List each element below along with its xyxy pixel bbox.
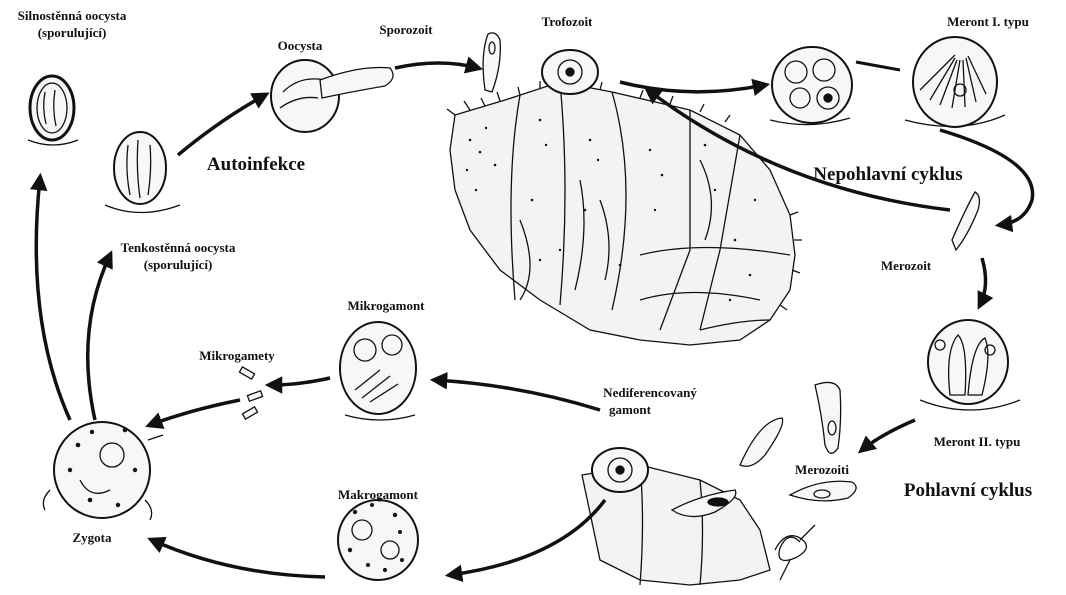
merozoit-cell [952, 192, 979, 250]
label-autoinfekce: Autoinfekce [207, 154, 305, 176]
intestinal-epithelium [447, 81, 802, 345]
mikrogamety-cells [239, 367, 262, 419]
label-mikrogamont: Mikrogamont [347, 298, 424, 313]
trofozoit-cell [542, 50, 598, 94]
label-tenkostenna-sporulujici: (sporulující) [144, 257, 213, 272]
label-tenkostenna-oocysta: Tenkostěnná oocysta [121, 240, 236, 255]
label-nediferencovany-2: gamont [609, 402, 651, 417]
label-pohlavni-cyklus: Pohlavní cyklus [904, 480, 1032, 502]
label-meront-2: Meront II. typu [934, 434, 1021, 449]
label-makrogamont: Makrogamont [338, 487, 418, 502]
label-meront-1: Meront I. typu [947, 14, 1029, 29]
oocysta-cell [271, 60, 393, 132]
label-nepohlavni-cyklus: Nepohlavní cyklus [813, 164, 962, 186]
zygota-cell [43, 422, 163, 520]
label-merozoit: Merozoit [881, 258, 931, 273]
meront-type-2 [920, 320, 1020, 410]
label-oocysta: Oocysta [278, 38, 323, 53]
label-trofozoit: Trofozoit [542, 14, 593, 29]
label-merozoiti: Merozoiti [795, 462, 849, 477]
label-sporozoit: Sporozoit [379, 22, 432, 37]
label-mikrogamety: Mikrogamety [199, 348, 275, 363]
mikrogamont-cell [340, 322, 416, 420]
meront-type-1-early [770, 47, 852, 125]
label-zygota: Zygota [73, 530, 112, 545]
silnostenna-oocysta-cell [28, 76, 78, 145]
label-silnostenna-sporulujici: (sporulující) [38, 25, 107, 40]
tenkostenna-oocysta-cell [105, 132, 180, 213]
meront-type-1 [905, 37, 1005, 127]
nediferencovany-gamont-tissue [582, 448, 770, 585]
label-silnostenna-oocysta: Silnostěnná oocysta [18, 8, 127, 23]
makrogamont-cell [338, 500, 418, 580]
label-nediferencovany-1: Nediferencovaný [603, 385, 697, 400]
sporozoit-cell [483, 33, 500, 92]
